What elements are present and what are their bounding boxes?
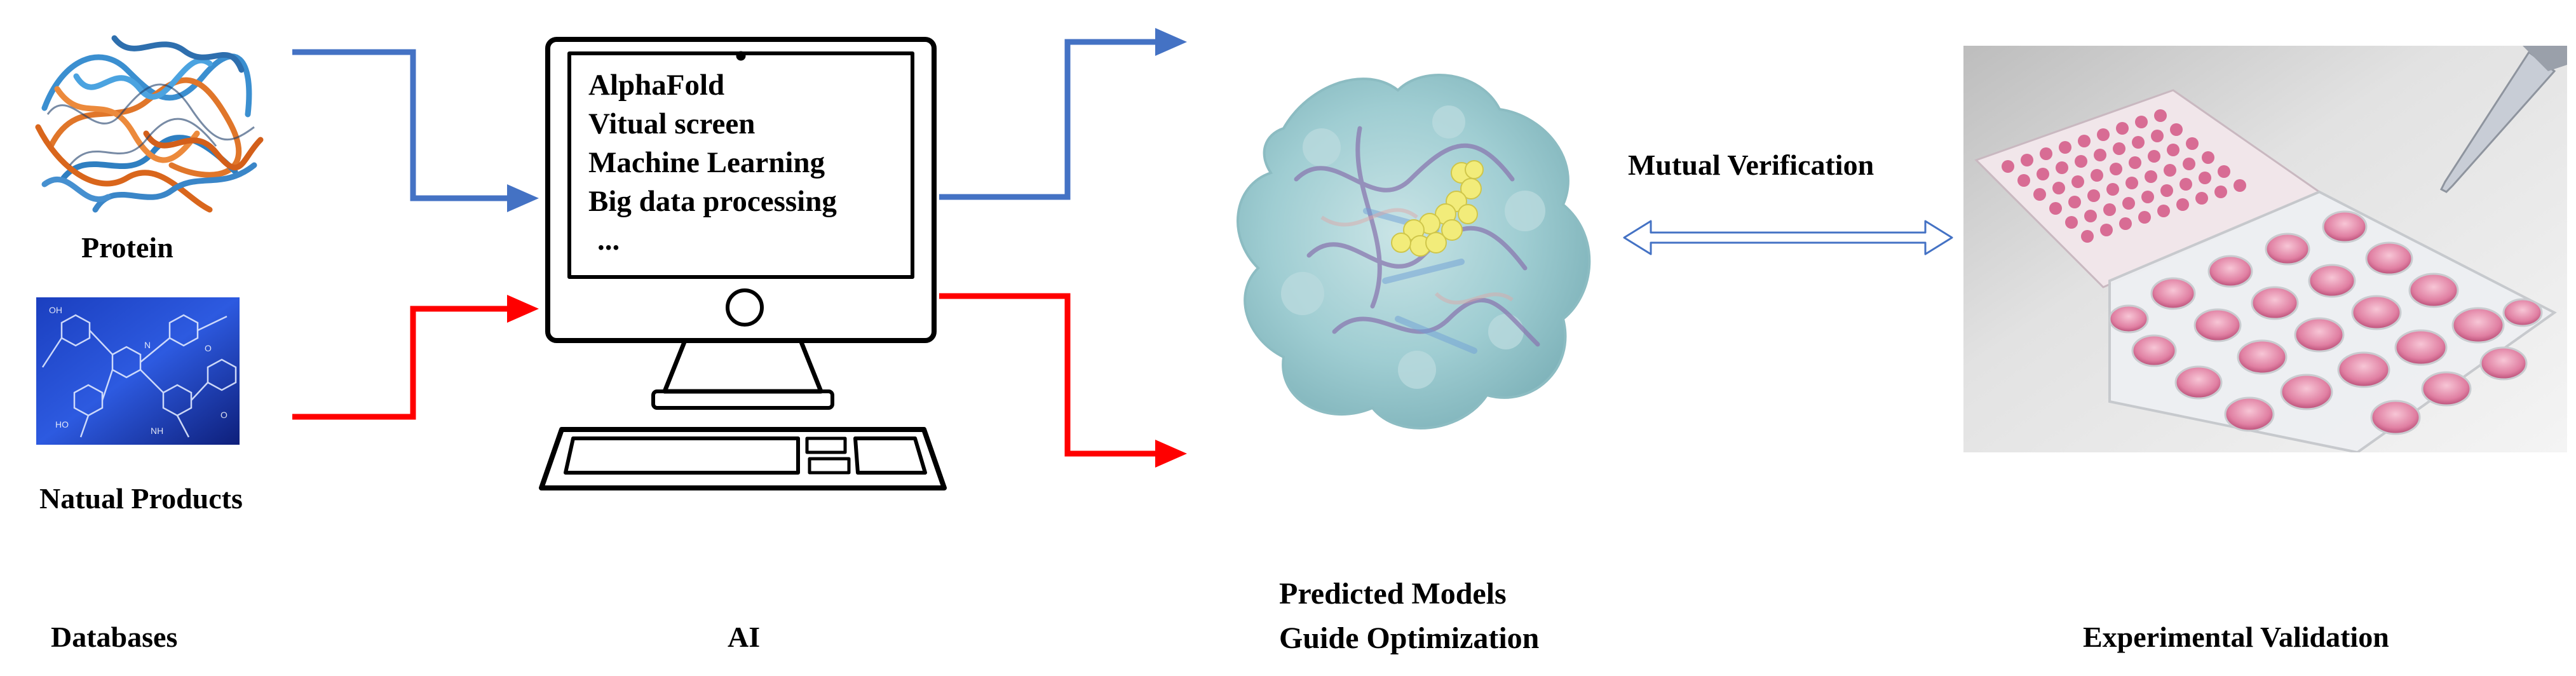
ligand-spheres — [1391, 160, 1484, 257]
svg-text:HO: HO — [55, 419, 69, 429]
ai-stage-label: AI — [728, 621, 761, 653]
chemical-structures-image: OH N O HO NH O — [36, 297, 240, 445]
svg-text:NH: NH — [151, 426, 163, 436]
screen-line-virtual-screen: Vitual screen — [588, 107, 756, 140]
pipette-icon — [2439, 46, 2567, 193]
ai-screen-text: AlphaFold Vitual screen Machine Learning… — [588, 66, 837, 260]
guide-optimization-line: Guide Optimization — [1279, 621, 1540, 655]
svg-text:O: O — [220, 410, 227, 420]
ai-to-predicted-blue-arrow — [939, 39, 1156, 200]
screen-line-alphafold: AlphaFold — [588, 69, 725, 102]
mutual-verification-label: Mutual Verification — [1628, 149, 1874, 181]
svg-text:N: N — [144, 340, 151, 350]
svg-text:OH: OH — [49, 305, 62, 315]
ai-to-predicted-red-arrow — [939, 293, 1156, 457]
mutual-verification-arrow — [1623, 220, 1953, 255]
screen-line-ellipsis: ... — [597, 224, 620, 257]
screen-line-machine-learning: Machine Learning — [588, 146, 825, 179]
protein-to-ai-arrow — [292, 49, 508, 201]
computer-monitor-icon — [545, 37, 937, 410]
databases-stage-label: Databases — [51, 621, 178, 653]
experimental-validation-label: Experimental Validation — [2083, 621, 2389, 653]
svg-text:O: O — [205, 343, 212, 353]
products-to-ai-arrow — [292, 306, 508, 420]
well-plates-photo — [1963, 46, 2567, 452]
screen-line-big-data: Big data processing — [588, 185, 837, 218]
natural-products-label: Natual Products — [39, 482, 243, 515]
predicted-models-line: Predicted Models — [1279, 577, 1507, 611]
keyboard-icon — [539, 427, 947, 490]
protein-label: Protein — [81, 231, 173, 264]
protein-structure-image — [19, 19, 273, 222]
protein-surface-model-image — [1207, 52, 1620, 446]
predicted-models-label: Predicted Models Guide Optimization — [1279, 572, 1539, 661]
